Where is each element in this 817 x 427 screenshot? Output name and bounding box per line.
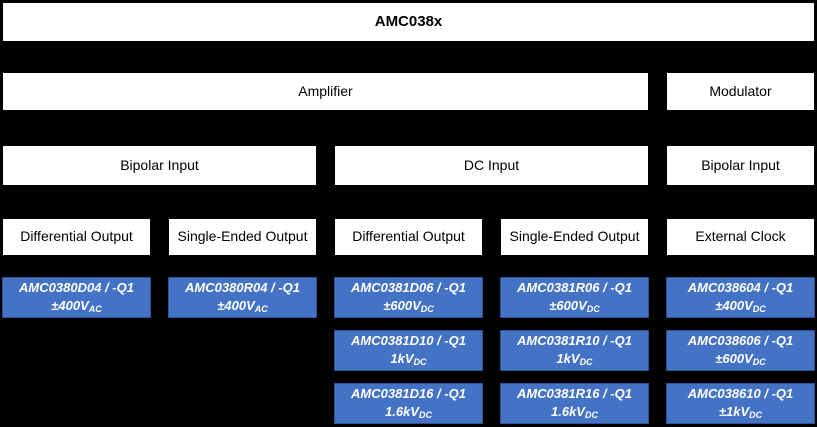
input-type-bipolar-right-box: Bipolar Input: [666, 145, 815, 186]
voltage-value: 1.6kV: [551, 404, 585, 420]
part-number: AMC0381R06 / -Q1: [517, 280, 632, 296]
category-amplifier-label: Amplifier: [298, 82, 353, 99]
voltage-value: ±400V: [217, 298, 255, 314]
part-box: AMC038610 / -Q1 ±1kVDC: [666, 383, 815, 424]
part-number: AMC0381R10 / -Q1: [517, 333, 632, 349]
voltage-value: ±600V: [383, 298, 421, 314]
part-number: AMC0380D04 / -Q1: [19, 280, 134, 296]
voltage-subscript: DC: [413, 357, 427, 368]
input-type-bipolar-left-label: Bipolar Input: [120, 156, 199, 173]
output-type-label: Differential Output: [20, 228, 133, 245]
output-type-box: External Clock: [666, 218, 815, 256]
category-modulator-box: Modulator: [666, 72, 815, 111]
voltage-subscript: DC: [586, 304, 600, 315]
voltage-value: 1.6kV: [385, 404, 419, 420]
voltage-subscript: DC: [418, 410, 432, 421]
family-title-box: AMC038x: [2, 2, 815, 42]
part-voltage-rating: ±600VDC: [715, 350, 766, 369]
part-voltage-rating: ±400VDC: [715, 297, 766, 316]
output-type-box: Single-Ended Output: [168, 218, 317, 256]
voltage-subscript: DC: [584, 410, 598, 421]
input-type-bipolar-left-box: Bipolar Input: [2, 145, 317, 186]
voltage-subscript: DC: [749, 410, 763, 421]
part-voltage-rating: 1.6kVDC: [551, 403, 598, 422]
part-number: AMC038604 / -Q1: [687, 280, 794, 296]
output-type-label: Single-Ended Output: [177, 228, 308, 245]
part-box: AMC038606 / -Q1 ±600VDC: [666, 330, 815, 371]
part-box: AMC0381R10 / -Q1 1kVDC: [500, 330, 649, 371]
part-box: AMC0380R04 / -Q1 ±400VAC: [168, 277, 317, 318]
part-box: AMC0381R06 / -Q1 ±600VDC: [500, 277, 649, 318]
part-box: AMC0381R16 / -Q1 1.6kVDC: [500, 383, 649, 424]
voltage-value: 1kV: [556, 351, 580, 367]
part-voltage-rating: ±600VDC: [549, 297, 600, 316]
voltage-subscript: AC: [88, 304, 102, 315]
voltage-subscript: DC: [420, 304, 434, 315]
voltage-subscript: DC: [752, 304, 766, 315]
part-box: AMC038604 / -Q1 ±400VDC: [666, 277, 815, 318]
category-amplifier-box: Amplifier: [2, 72, 649, 111]
input-type-dc-box: DC Input: [334, 145, 649, 186]
part-voltage-rating: ±1kVDC: [719, 403, 762, 422]
output-type-label: External Clock: [695, 228, 786, 245]
part-box: AMC0381D06 / -Q1 ±600VDC: [334, 277, 483, 318]
input-type-bipolar-right-label: Bipolar Input: [701, 156, 780, 173]
family-title: AMC038x: [374, 12, 443, 30]
part-number: AMC0381R16 / -Q1: [517, 386, 632, 402]
part-number: AMC038606 / -Q1: [687, 333, 794, 349]
input-type-dc-label: DC Input: [463, 156, 520, 173]
part-voltage-rating: 1.6kVDC: [385, 403, 432, 422]
part-box: AMC0380D04 / -Q1 ±400VAC: [2, 277, 151, 318]
output-type-label: Differential Output: [352, 228, 465, 245]
part-number: AMC0380R04 / -Q1: [185, 280, 300, 296]
voltage-value: ±600V: [549, 298, 587, 314]
voltage-value: ±400V: [715, 298, 753, 314]
category-modulator-label: Modulator: [709, 82, 772, 99]
output-type-box: Differential Output: [334, 218, 483, 256]
voltage-subscript: AC: [254, 304, 268, 315]
part-box: AMC0381D16 / -Q1 1.6kVDC: [334, 383, 483, 424]
voltage-value: ±400V: [51, 298, 89, 314]
part-number: AMC0381D16 / -Q1: [351, 386, 466, 402]
part-voltage-rating: ±400VAC: [217, 297, 268, 316]
part-number: AMC038610 / -Q1: [687, 386, 794, 402]
part-box: AMC0381D10 / -Q1 1kVDC: [334, 330, 483, 371]
part-voltage-rating: ±600VDC: [383, 297, 434, 316]
voltage-subscript: DC: [579, 357, 593, 368]
voltage-subscript: DC: [752, 357, 766, 368]
voltage-value: 1kV: [390, 351, 414, 367]
part-number: AMC0381D10 / -Q1: [351, 333, 466, 349]
voltage-value: ±600V: [715, 351, 753, 367]
output-type-box: Single-Ended Output: [500, 218, 649, 256]
part-number: AMC0381D06 / -Q1: [351, 280, 466, 296]
output-type-box: Differential Output: [2, 218, 151, 256]
part-voltage-rating: ±400VAC: [51, 297, 102, 316]
output-type-label: Single-Ended Output: [509, 228, 640, 245]
part-voltage-rating: 1kVDC: [556, 350, 592, 369]
part-voltage-rating: 1kVDC: [390, 350, 426, 369]
voltage-value: ±1kV: [718, 404, 750, 420]
